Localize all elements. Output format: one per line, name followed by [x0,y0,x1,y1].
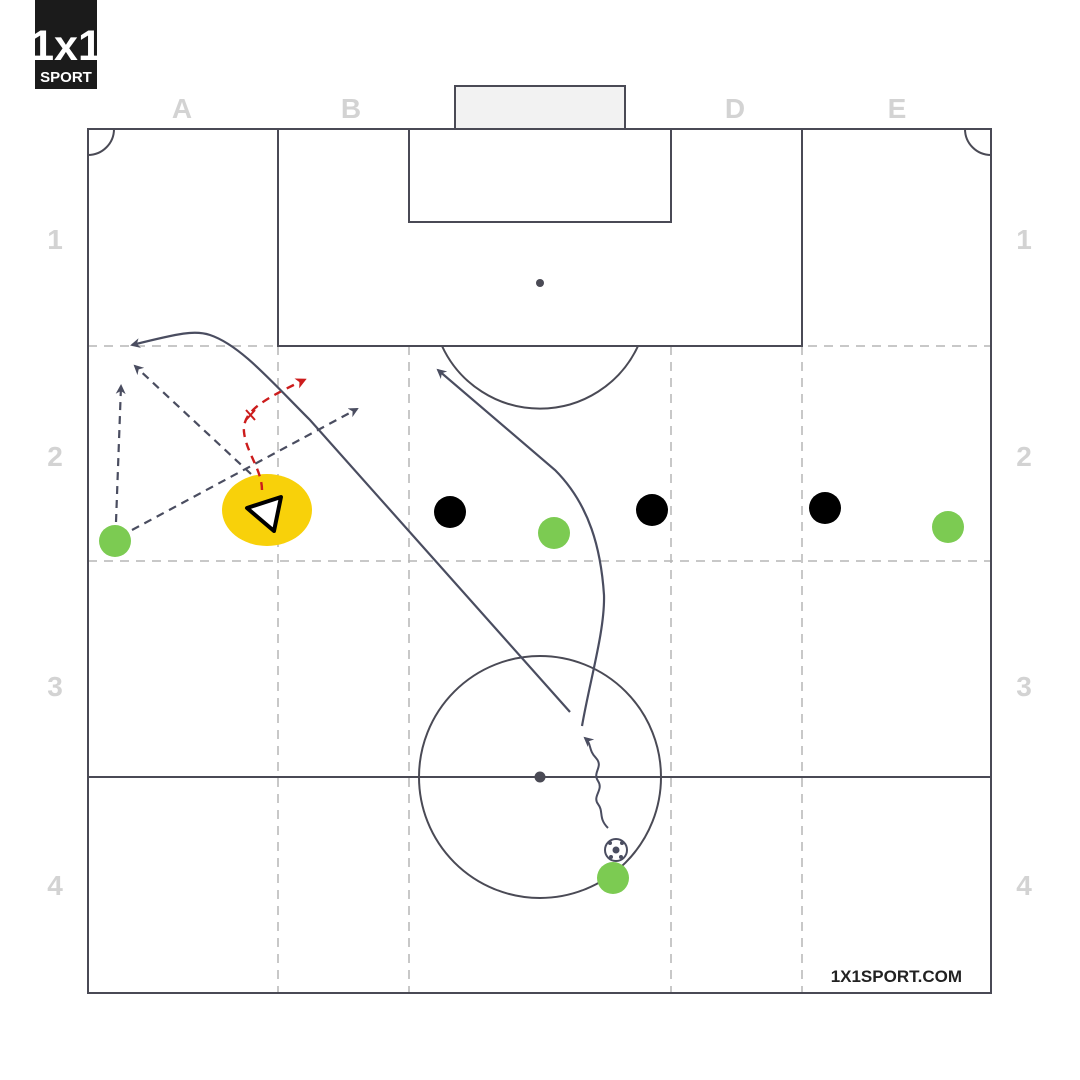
logo-word: SPORT [40,69,92,86]
pass-arrow-back [133,364,252,475]
penalty-arc [441,345,639,410]
column-label-d: D [725,93,745,124]
row-labels-right: 1 2 3 4 [1016,224,1032,901]
soccer-ball-icon [604,838,628,862]
row-label-2-left: 2 [47,441,63,472]
row-label-4-left: 4 [47,870,63,901]
run-arrows [130,331,606,727]
corner-arc-left [87,128,115,156]
corner-arc-right [964,128,992,156]
column-label-e: E [888,93,907,124]
defender-player [636,494,668,526]
run-arrow-long [130,331,571,713]
goal-area [408,128,672,223]
brand-logo: 1x1 SPORT [30,0,102,89]
row-label-1-left: 1 [47,224,63,255]
center-spot [534,771,546,783]
row-label-3-left: 3 [47,671,63,702]
zone-grid [88,345,991,993]
attacker-player [932,511,964,543]
penalty-area [277,128,803,347]
row-labels-left: 1 2 3 4 [47,224,63,901]
red-run-arrow [242,378,307,491]
run-arrow-curve [436,368,606,727]
column-label-b: B [341,93,361,124]
column-label-a: A [172,93,192,124]
site-watermark: 1X1SPORT.COM [831,967,962,986]
red-cross-mark [245,409,256,421]
row-label-3-right: 3 [1016,671,1032,702]
attacker-player-with-ball [597,862,629,894]
penalty-spot [536,279,544,287]
center-circle [418,655,662,899]
goal [454,85,626,130]
dribble-arrow [583,736,609,829]
row-label-4-right: 4 [1016,870,1032,901]
defender-player [434,496,466,528]
logo-graphic: 1x1 SPORT [30,22,102,86]
defenders [434,492,841,528]
triangle-cone-icon [245,495,283,533]
row-label-1-right: 1 [1016,224,1032,255]
pass-arrow-up [114,384,126,523]
attacker-player [538,517,570,549]
logo-mark: 1x1 [35,22,97,70]
row-label-2-right: 2 [1016,441,1032,472]
attackers [99,511,964,894]
attacker-player [99,525,131,557]
defender-player [809,492,841,524]
